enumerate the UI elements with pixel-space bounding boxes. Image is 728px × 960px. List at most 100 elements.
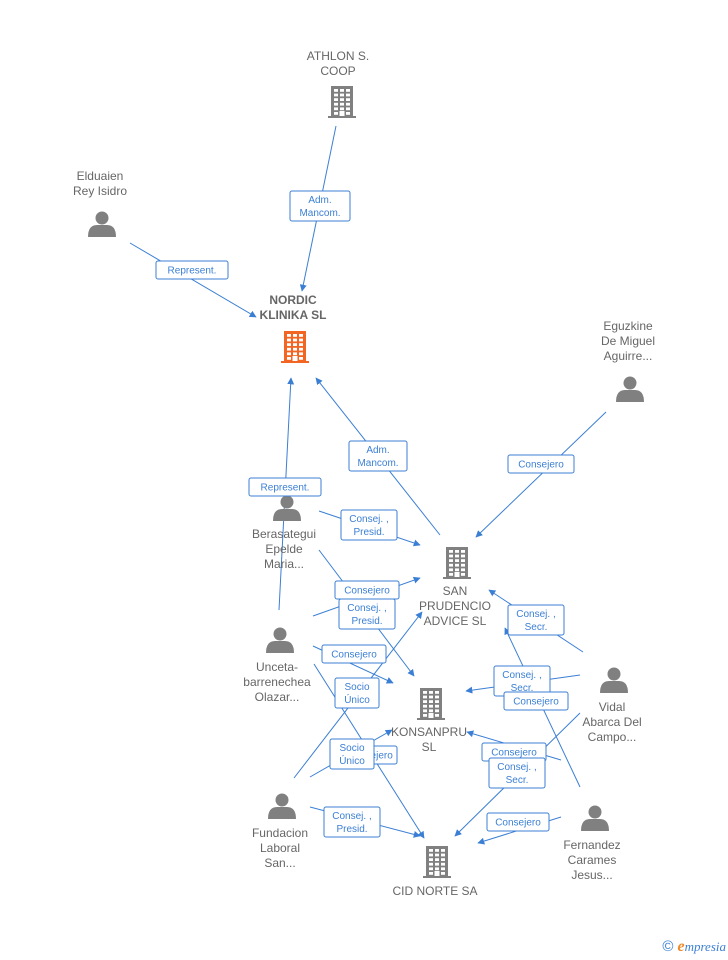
node-label: Jesus... xyxy=(571,868,612,882)
node-label: Abarca Del xyxy=(582,715,641,729)
node-athlon[interactable]: ATHLON S.COOP xyxy=(307,49,369,118)
node-label: SAN xyxy=(443,584,468,598)
node-label: ATHLON S. xyxy=(307,49,369,63)
edge-label-text: Socio xyxy=(344,682,369,693)
node-label: NORDIC xyxy=(269,293,317,307)
edge-label-text: Consejero xyxy=(491,748,537,759)
edge-label-fundacion-cidnorte[interactable]: Consej. , Presid. xyxy=(323,806,381,838)
edge-label-text: Presid. xyxy=(353,527,384,538)
edge-label-text: Único xyxy=(339,754,365,767)
node-label: SL xyxy=(422,740,437,754)
node-label: COOP xyxy=(320,64,355,78)
node-label: ADVICE SL xyxy=(424,614,487,628)
node-label: Campo... xyxy=(588,730,637,744)
edge-label-text: Mancom. xyxy=(357,458,398,469)
edge-label-text: Consejero xyxy=(331,650,377,661)
edge-label-text: Socio xyxy=(339,743,364,754)
edge-label-text: Consejero xyxy=(513,697,559,708)
edge-label-vidal-konsanpru[interactable]: Consej. , Secr. xyxy=(493,665,551,697)
node-label: Olazar... xyxy=(255,690,300,704)
edge-label-elduaien-nordic[interactable]: Represent. xyxy=(155,260,229,280)
node-label: Berasategui xyxy=(252,527,316,541)
person-icon xyxy=(88,211,116,237)
node-fernandez[interactable]: FernandezCaramesJesus... xyxy=(563,805,621,883)
node-label: KLINIKA SL xyxy=(260,308,327,322)
edge-label-text: Consej. , xyxy=(497,762,536,773)
edge-label-text: Secr. xyxy=(506,775,529,786)
edge-label-athlon-nordic[interactable]: Adm.Mancom. xyxy=(289,190,351,222)
edge-label-text: Consejero xyxy=(344,586,390,597)
edge-label-text: Presid. xyxy=(336,824,367,835)
node-fundacion[interactable]: FundacionLaboralSan... xyxy=(252,793,308,871)
building-icon xyxy=(423,846,451,878)
edge-label-sanprudencio-nordic[interactable]: Adm. Mancom. xyxy=(348,440,408,472)
edges-layer xyxy=(129,125,607,845)
person-icon xyxy=(273,495,301,521)
edge-label-text: Adm. xyxy=(308,195,331,206)
edge-label-berasategui-sanprudencio[interactable]: Consej. , Presid. xyxy=(340,509,398,541)
edge-eguzkine-sanprudencio xyxy=(475,411,607,538)
footer-brand[interactable]: ©empresia xyxy=(662,938,726,956)
edge-label-text: Presid. xyxy=(351,616,382,627)
edge-label-unceta-nordic[interactable]: Represent. xyxy=(248,477,322,497)
edge-label-vidal-cidnorte[interactable]: Consej. , Secr. xyxy=(488,757,546,789)
node-unceta[interactable]: Unceta-barrenecheaOlazar... xyxy=(243,627,311,705)
edge-label-text: Consej. , xyxy=(502,670,541,681)
person-icon xyxy=(266,627,294,653)
node-label: Rey Isidro xyxy=(73,184,127,198)
building-icon xyxy=(281,331,309,363)
node-label: Fundacion xyxy=(252,826,308,840)
edge-label-text: Consej. , xyxy=(516,609,555,620)
edge-label-text: Consej. , xyxy=(349,514,388,525)
edge-label-eguzkine-sanprudencio[interactable]: Consejero xyxy=(507,454,575,474)
edge-label-text: Consej. , xyxy=(347,603,386,614)
node-berasategui[interactable]: BerasateguiEpeldeMaria... xyxy=(252,495,316,572)
node-label: Laboral xyxy=(260,841,300,855)
node-cidnorte[interactable]: CID NORTE SA xyxy=(392,846,478,898)
node-label: Maria... xyxy=(264,557,304,571)
edge-label-text: Secr. xyxy=(525,622,548,633)
edge-label-vidal-sanprudencio[interactable]: Consej. , Secr. xyxy=(507,604,565,636)
edge-label-berasategui-konsanpru[interactable]: Consej. , Presid. xyxy=(338,598,396,630)
person-icon xyxy=(268,793,296,819)
brand-logo: empresia xyxy=(677,938,726,955)
node-label: Epelde xyxy=(265,542,303,556)
node-label: Aguirre... xyxy=(604,349,653,363)
node-label: Carames xyxy=(568,853,617,867)
building-icon xyxy=(328,86,356,118)
edge-label-text: Represent. xyxy=(261,483,310,494)
edge-label-text: Secr. xyxy=(511,683,534,694)
building-icon xyxy=(443,547,471,579)
node-label: barrenechea xyxy=(243,675,311,689)
edge-label-unceta-sanprudencio[interactable]: Consejero xyxy=(334,580,400,600)
edge-label-text: Único xyxy=(344,693,370,706)
edge-label-fernandez-sanprudencio[interactable]: Consejero xyxy=(503,691,569,711)
edge-label-text: Adm. xyxy=(366,445,389,456)
edge-label-text: Consejero xyxy=(518,460,564,471)
edge-elduaien-nordic xyxy=(129,242,257,318)
person-icon xyxy=(581,805,609,831)
edge-label-text: Consej. , xyxy=(332,811,371,822)
edge-labels-layer: Adm.Mancom.Represent.Adm.Mancom.Consejer… xyxy=(155,190,575,838)
person-icon xyxy=(616,376,644,402)
node-label: Unceta- xyxy=(256,660,298,674)
node-label: Fernandez xyxy=(563,838,620,852)
edge-label-text: Represent. xyxy=(168,266,217,277)
node-label: Elduaien xyxy=(77,169,124,183)
person-icon xyxy=(600,667,628,693)
node-label: Eguzkine xyxy=(603,319,653,333)
edge-label-unceta-konsanpru[interactable]: Consejero xyxy=(321,644,387,664)
edge-label-fernandez-cidnorte[interactable]: Consejero xyxy=(486,812,550,832)
node-label: De Miguel xyxy=(601,334,655,348)
edge-label-text: Consejero xyxy=(495,818,541,829)
